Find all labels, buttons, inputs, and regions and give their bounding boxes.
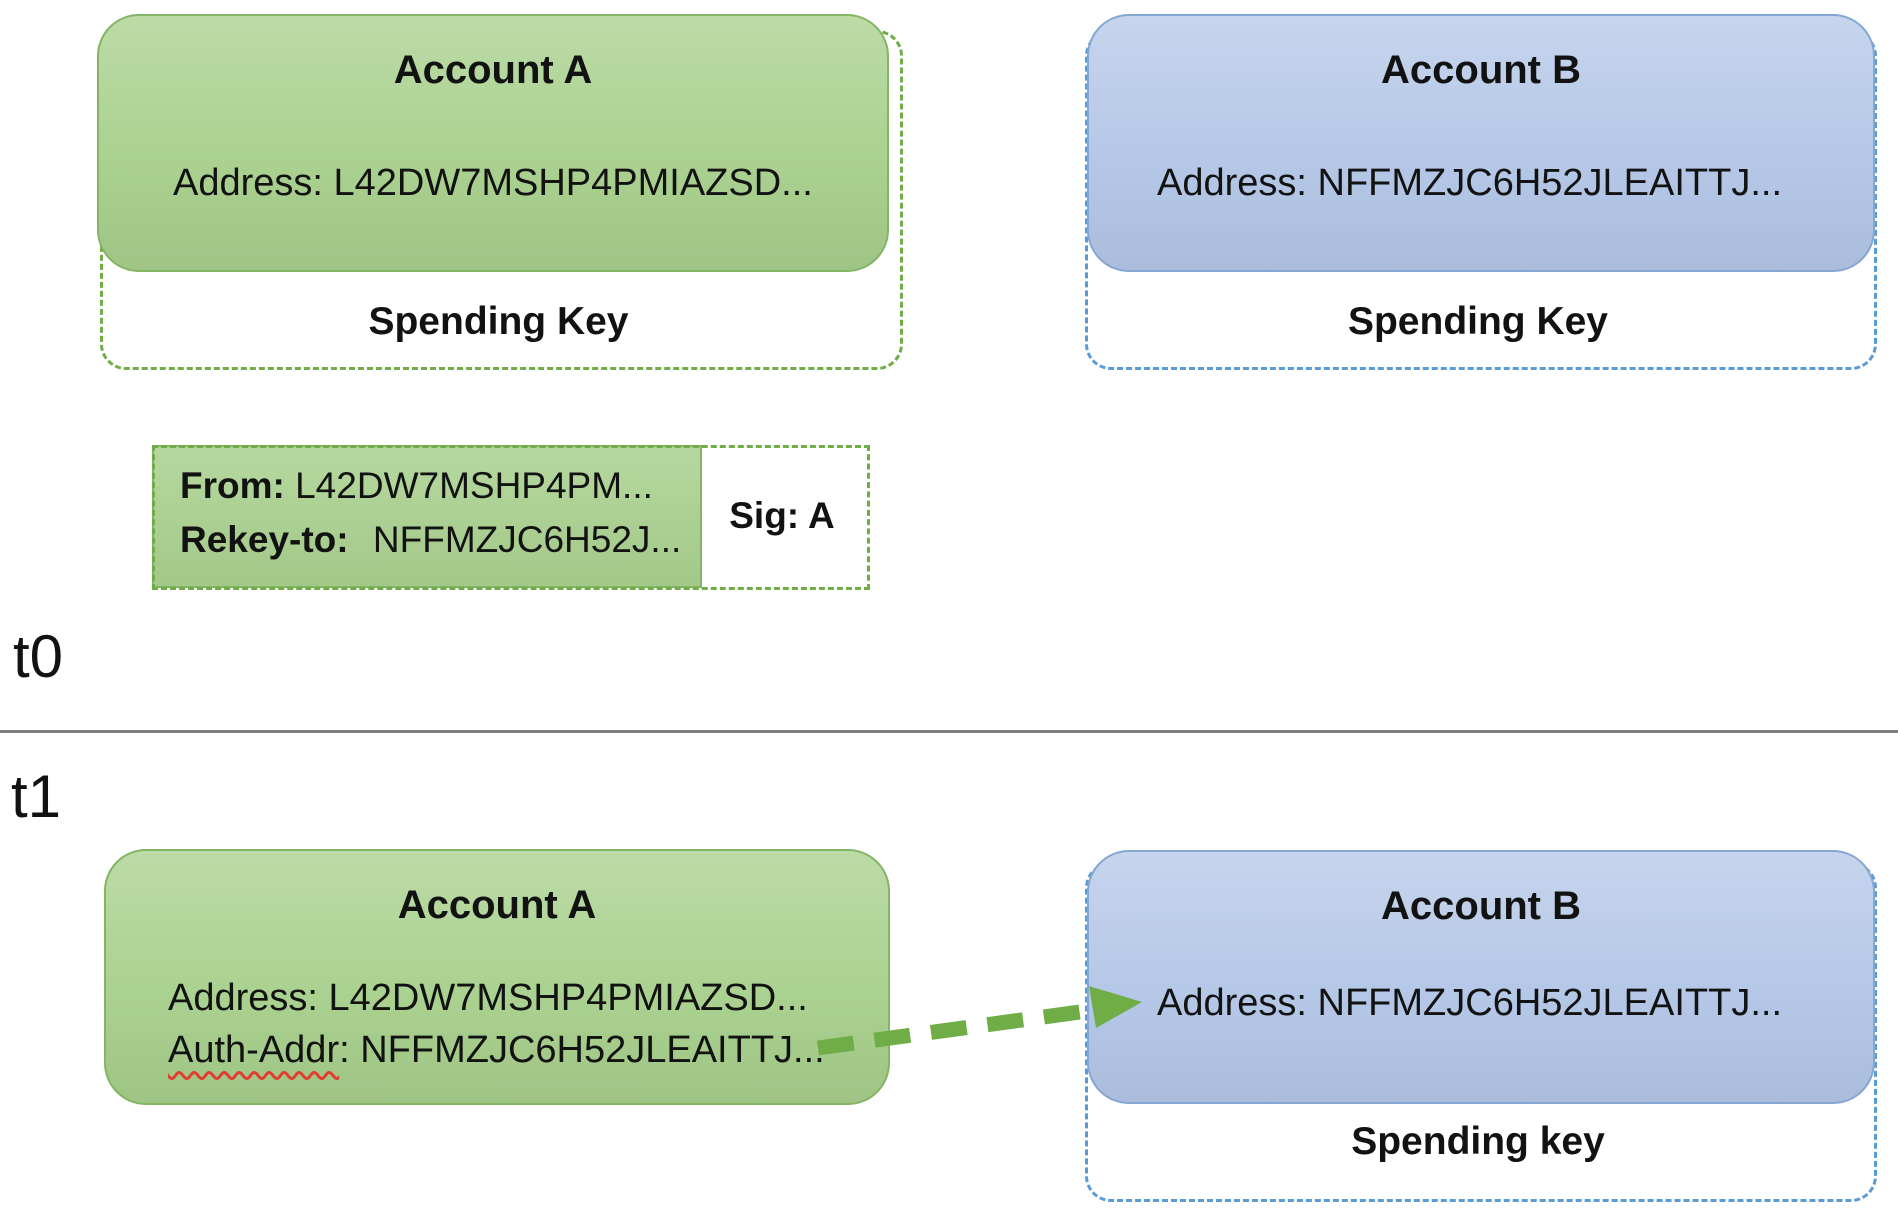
rekey-transaction-box: From: L42DW7MSHP4PM... Rekey-to: NFFMZJC… <box>152 445 702 588</box>
account-b-title-t0: Account B <box>1381 48 1581 92</box>
account-a-spending-key-label-t0: Spending Key <box>368 300 629 343</box>
account-a-box-t1: Account A Address: L42DW7MSHP4PMIAZSD...… <box>104 849 890 1105</box>
account-a-box-t0: Account A Address: L42DW7MSHP4PMIAZSD... <box>97 14 889 272</box>
transaction-signature-label: Sig: A <box>729 495 835 536</box>
transaction-from-line: From: L42DW7MSHP4PM... <box>180 465 653 507</box>
time-label-t0: t0 <box>13 623 64 690</box>
rekey-arrow-icon <box>816 986 1142 1056</box>
auth-addr-value: : NFFMZJC6H52JLEAITTJ... <box>339 1029 825 1071</box>
transaction-from-label: From: <box>180 465 285 506</box>
account-b-box-t1: Account B Address: NFFMZJC6H52JLEAITTJ..… <box>1087 850 1875 1104</box>
transaction-rekey-line: Rekey-to: NFFMZJC6H52J... <box>180 519 681 561</box>
account-b-box-t0: Account B Address: NFFMZJC6H52JLEAITTJ..… <box>1087 14 1875 272</box>
time-label-t1: t1 <box>11 763 62 830</box>
transaction-rekey-label: Rekey-to: <box>180 519 349 560</box>
account-a-title-t0: Account A <box>393 48 593 92</box>
account-b-spending-key-label-t1: Spending key <box>1351 1120 1605 1163</box>
transaction-rekey-value: NFFMZJC6H52J... <box>372 519 682 560</box>
account-b-spending-key-label-t0: Spending Key <box>1347 300 1609 343</box>
account-b-address-t0: Address: NFFMZJC6H52JLEAITTJ... <box>1157 162 1783 204</box>
transaction-dashed-outline <box>152 445 870 590</box>
account-a-title-t1: Account A <box>397 883 597 927</box>
account-a-address-t1: Address: L42DW7MSHP4PMIAZSD... <box>168 977 808 1019</box>
transaction-from-value: L42DW7MSHP4PM... <box>295 465 653 506</box>
account-a-address-t0: Address: L42DW7MSHP4PMIAZSD... <box>173 162 813 204</box>
account-a-auth-addr-line: Auth-Addr: NFFMZJC6H52JLEAITTJ... <box>168 1029 825 1072</box>
account-b-title-t1: Account B <box>1381 884 1581 928</box>
account-b-address-t1: Address: NFFMZJC6H52JLEAITTJ... <box>1157 982 1783 1024</box>
auth-addr-word: Auth-Addr <box>168 1029 340 1071</box>
timeline-divider <box>0 730 1898 733</box>
